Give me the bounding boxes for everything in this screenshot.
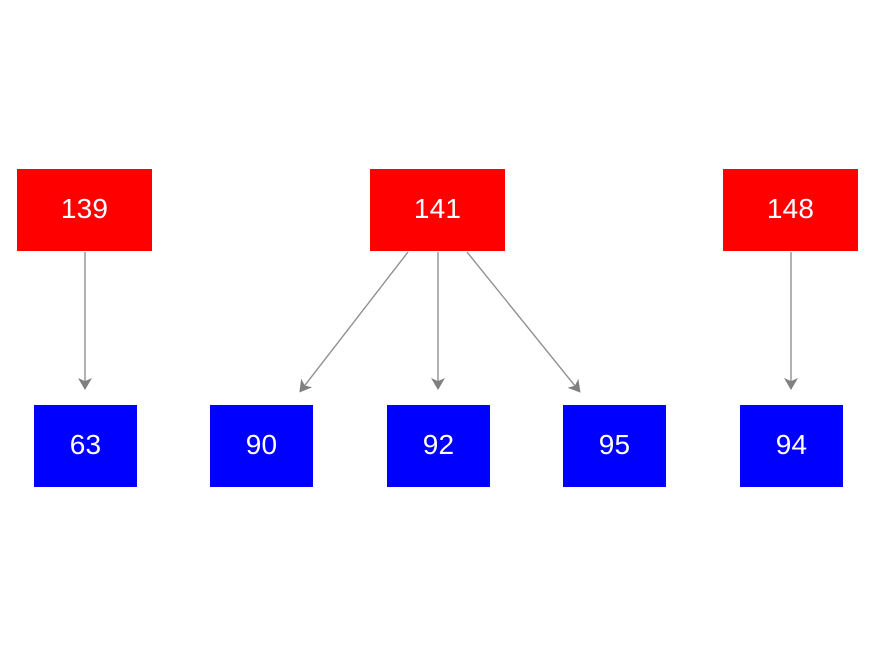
parent-node-141[interactable]: 141: [370, 169, 505, 251]
child-node-90[interactable]: 90: [210, 405, 313, 487]
node-label: 141: [413, 193, 462, 224]
node-label: 139: [60, 193, 109, 224]
parent-node-139[interactable]: 139: [17, 169, 152, 251]
edge-141-to-95: [466, 251, 581, 393]
parent-node-148[interactable]: 148: [723, 169, 858, 251]
child-node-92[interactable]: 92: [387, 405, 490, 487]
node-label: 94: [775, 429, 808, 460]
child-node-94[interactable]: 94: [740, 405, 843, 487]
node-label: 63: [69, 429, 102, 460]
edge-group: [78, 251, 798, 393]
edge-141-to-90: [299, 251, 409, 393]
child-node-95[interactable]: 95: [563, 405, 666, 487]
node-label: 90: [245, 429, 278, 460]
node-label: 95: [598, 429, 631, 460]
node-label: 148: [766, 193, 815, 224]
child-node-63[interactable]: 63: [34, 405, 137, 487]
node-label: 92: [422, 429, 455, 460]
